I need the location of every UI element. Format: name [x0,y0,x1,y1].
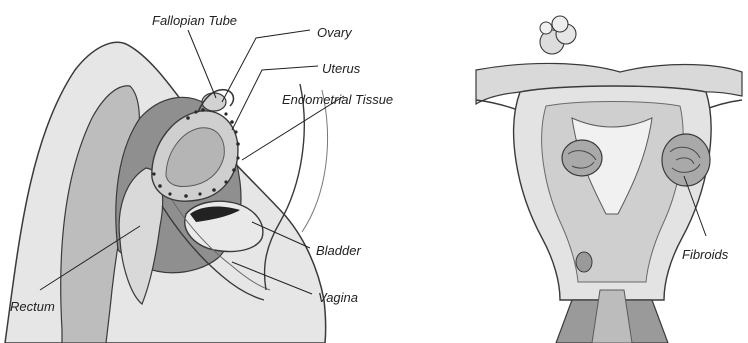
fibroid-left [562,140,602,176]
label-vagina: Vagina [318,290,358,305]
label-uterus: Uterus [322,61,361,76]
fibroid-right [662,134,710,186]
label-bladder: Bladder [316,243,361,258]
label-rectum: Rectum [10,299,55,314]
uterus-frontal-view [476,16,742,343]
abdominal-wall-inner [302,90,328,232]
ovary-top-left [540,16,576,54]
label-fibroids: Fibroids [682,247,729,262]
pelvis-cross-section [5,42,328,343]
label-ovary: Ovary [317,25,353,40]
label-endometrial-tissue: Endometrial Tissue [282,92,393,107]
label-fallopian-tube: Fallopian Tube [152,13,237,28]
fibroid-small [576,252,592,272]
